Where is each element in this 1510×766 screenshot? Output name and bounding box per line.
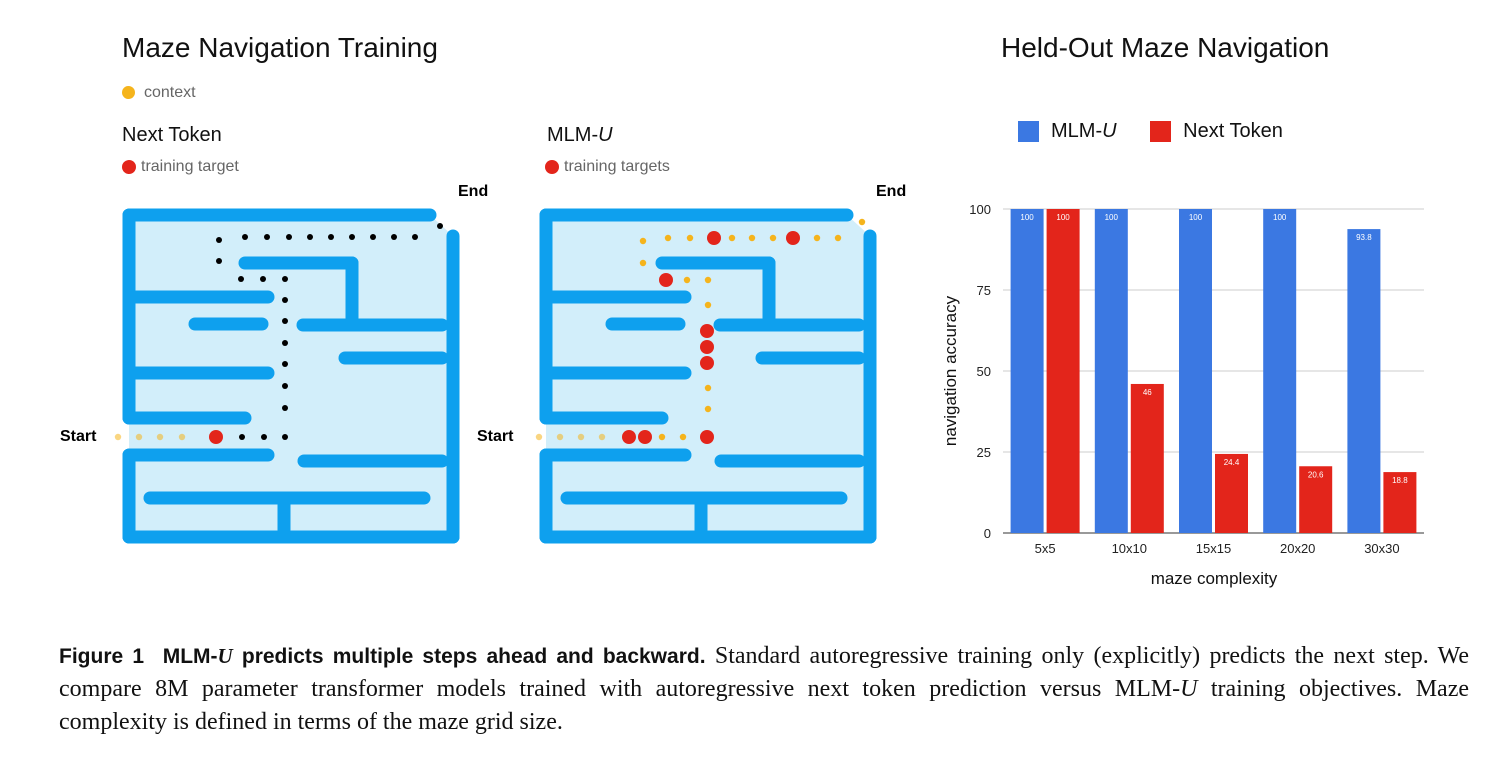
y-tick-label: 25 — [977, 445, 991, 460]
bar-next-token-30x30 — [1383, 472, 1417, 533]
x-tick-label: 10x10 — [1112, 541, 1147, 556]
figure-caption: Figure 1 MLM-U predicts multiple steps a… — [59, 640, 1469, 739]
x-tick-label: 30x30 — [1364, 541, 1399, 556]
mlm-u-legend-label: training targets — [564, 158, 670, 175]
maze1-path-dots — [216, 223, 443, 440]
bar-mlm-u-5x5 — [1010, 209, 1044, 533]
maze2-target-dots — [622, 231, 800, 444]
maze2-context-dots — [639, 218, 866, 441]
bar-mlm-u-30x30 — [1347, 229, 1381, 533]
target-dot-icon — [122, 159, 136, 174]
bar-data-label: 100 — [1189, 213, 1203, 222]
bar-data-label: 93.8 — [1356, 233, 1372, 242]
caption-lead-prefix: MLM- — [162, 645, 218, 668]
x-tick-label: 20x20 — [1280, 541, 1315, 556]
bar-data-label: 18.8 — [1392, 476, 1408, 485]
chart-bars — [1010, 209, 1417, 533]
next-token-legend-label: training target — [141, 158, 239, 175]
caption-text-2: training objectives. Maze complexity is … — [59, 676, 1469, 735]
bar-data-label: 24.4 — [1224, 458, 1240, 467]
chart-bar-labels: 100 100 100 46 100 24.4 100 20.6 93.8 18.8 — [1020, 213, 1408, 485]
target-dot-icon — [545, 159, 559, 174]
maze2-end-label: End — [876, 183, 907, 200]
maze2-context-dots-faint — [535, 433, 606, 441]
context-legend-label: context — [144, 84, 196, 101]
maze2-start-label: Start — [477, 428, 514, 445]
bar-next-token-15x15 — [1215, 453, 1248, 533]
mlm-u-title: MLM-U — [547, 124, 613, 147]
y-tick-label: 0 — [984, 526, 991, 541]
next-token-legend: training target — [122, 158, 239, 176]
y-tick-label: 75 — [977, 283, 991, 298]
caption-lead-symbol: U — [217, 644, 233, 668]
maze-next-token — [114, 208, 460, 544]
bar-next-token-10x10 — [1130, 383, 1164, 533]
bar-mlm-u-10x10 — [1094, 209, 1128, 533]
left-panel-title: Maze Navigation Training — [122, 32, 438, 63]
caption-text-symbol: U — [1180, 676, 1198, 702]
context-dot-icon — [122, 86, 135, 100]
legend-label-mlm-u-italic: U — [1102, 120, 1117, 142]
x-axis-label: maze complexity — [1151, 569, 1278, 588]
legend-swatch-mlm-u — [1018, 121, 1039, 143]
bar-mlm-u-15x15 — [1179, 209, 1212, 533]
mlm-u-legend: training targets — [545, 158, 670, 176]
bar-data-label: 46 — [1143, 388, 1152, 397]
x-tick-label: 15x15 — [1196, 541, 1231, 556]
maze-mlm-u — [535, 208, 877, 544]
bar-data-label: 20.6 — [1308, 470, 1324, 479]
legend-label-next-token: Next Token — [1183, 120, 1283, 142]
maze1-start-label: Start — [60, 428, 97, 445]
maze-walls — [539, 208, 877, 544]
caption-figure-label: Figure 1 — [59, 645, 145, 668]
mlm-u-title-italic: U — [598, 124, 613, 146]
bar-data-label: 100 — [1020, 213, 1034, 222]
legend-swatch-next-token — [1150, 121, 1172, 143]
caption-text-1: Standard autoregressive training only (e… — [59, 643, 1470, 702]
maze1-context-dots — [114, 433, 186, 441]
bar-next-token-20x20 — [1299, 466, 1333, 533]
y-tick-label: 100 — [969, 202, 991, 217]
bar-next-token-5x5 — [1046, 209, 1080, 533]
context-legend: context — [122, 84, 196, 102]
bar-data-label: 100 — [1273, 213, 1287, 222]
legend-label-mlm-u-prefix: MLM- — [1051, 120, 1103, 142]
chart-title: Held-Out Maze Navigation — [1001, 32, 1330, 63]
bar-chart: 100 100 100 46 100 24.4 100 20.6 93.8 18.8 0 25 50 7… — [941, 202, 1424, 588]
maze1-target-dot — [209, 430, 223, 444]
bar-mlm-u-20x20 — [1263, 209, 1297, 533]
y-tick-label: 50 — [977, 364, 991, 379]
bar-data-label: 100 — [1105, 213, 1119, 222]
maze-walls — [122, 208, 460, 544]
bar-data-label: 100 — [1056, 213, 1070, 222]
next-token-title: Next Token — [122, 124, 222, 146]
maze1-end-label: End — [458, 183, 489, 200]
chart-legend: MLM-U Next Token — [1018, 120, 1283, 143]
chart-ticks: 0 25 50 75 100 5x5 10x10 15x15 20x20 30x30 — [969, 202, 1399, 556]
x-tick-label: 5x5 — [1035, 541, 1056, 556]
y-axis-label: navigation accuracy — [941, 295, 960, 446]
caption-lead-rest: predicts multiple steps ahead and backwa… — [232, 645, 706, 668]
mlm-u-title-prefix: MLM- — [547, 124, 599, 146]
